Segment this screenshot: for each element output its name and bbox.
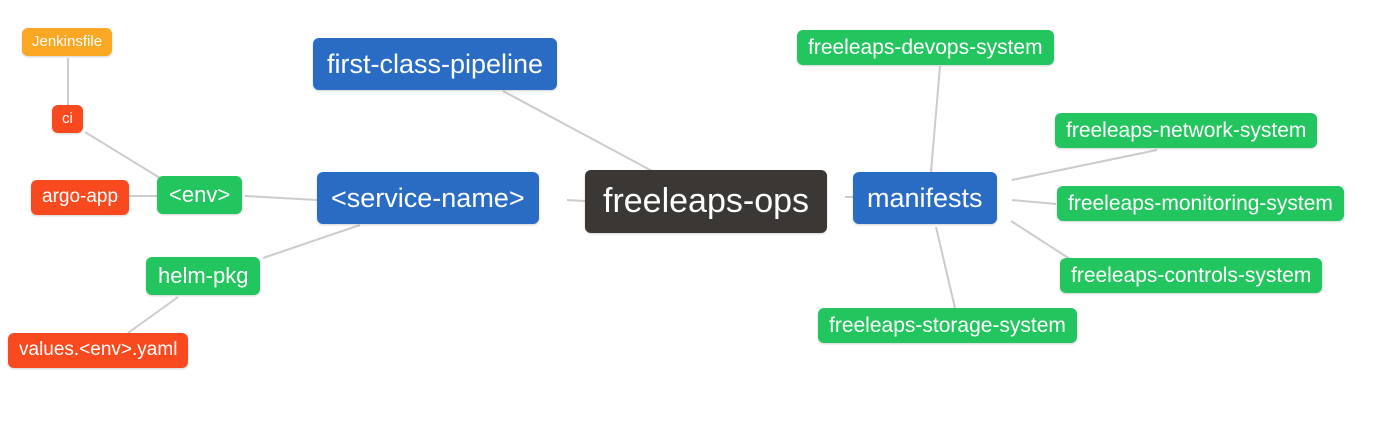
edge-manifests-monitoring bbox=[1011, 199, 1057, 205]
edge-ci-env bbox=[84, 131, 161, 179]
node-first-class-pipeline[interactable]: first-class-pipeline bbox=[313, 38, 558, 91]
node-freeleaps-storage-system[interactable]: freeleaps-storage-system bbox=[818, 308, 1077, 344]
node-values-env-yaml[interactable]: values.<env>.yaml bbox=[8, 333, 189, 368]
node-service-name[interactable]: <service-name> bbox=[317, 172, 539, 225]
edge-manifests-network bbox=[1011, 149, 1158, 181]
edge-helm-pkg-service-name bbox=[262, 224, 361, 259]
edge-env-service-name bbox=[244, 195, 318, 201]
edge-manifests-storage bbox=[935, 226, 956, 309]
node-env[interactable]: <env> bbox=[157, 176, 243, 215]
edge-service-name-root bbox=[566, 199, 586, 202]
edge-manifests-controls bbox=[1010, 220, 1074, 262]
node-jenkinsfile[interactable]: Jenkinsfile bbox=[22, 28, 113, 56]
node-helm-pkg[interactable]: helm-pkg bbox=[146, 257, 261, 296]
edge-values-helm-pkg bbox=[127, 296, 179, 334]
node-argo-app[interactable]: argo-app bbox=[31, 180, 130, 215]
node-freeleaps-network-system[interactable]: freeleaps-network-system bbox=[1055, 113, 1318, 149]
node-freeleaps-ops-root[interactable]: freeleaps-ops bbox=[585, 170, 828, 233]
node-freeleaps-devops-system[interactable]: freeleaps-devops-system bbox=[797, 30, 1054, 66]
edge-manifests-devops bbox=[930, 65, 941, 173]
node-freeleaps-controls-system[interactable]: freeleaps-controls-system bbox=[1060, 258, 1323, 294]
edge-pipeline-root bbox=[502, 90, 653, 172]
node-ci[interactable]: ci bbox=[52, 105, 83, 133]
node-freeleaps-monitoring-system[interactable]: freeleaps-monitoring-system bbox=[1057, 186, 1344, 222]
node-manifests[interactable]: manifests bbox=[853, 172, 997, 225]
